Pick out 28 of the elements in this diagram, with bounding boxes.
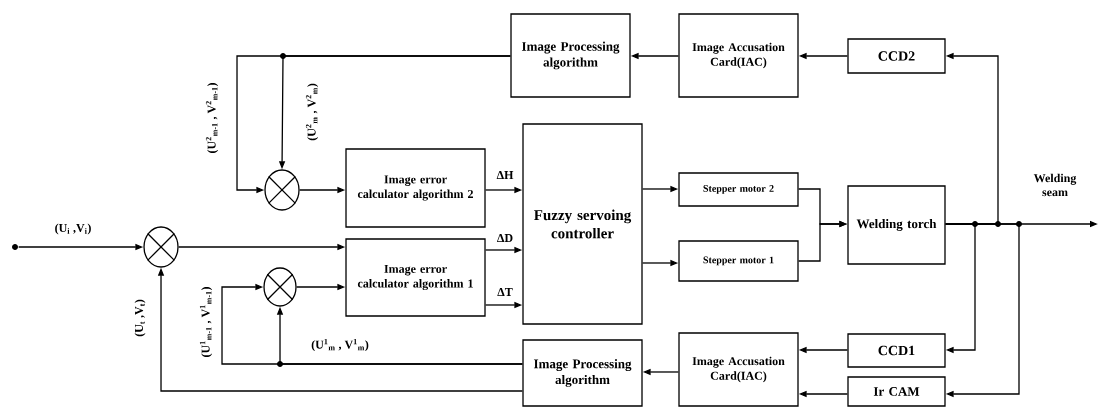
arrow bbox=[945, 221, 1022, 398]
process-box: Stepper motor 2 bbox=[678, 172, 799, 207]
summing-junction bbox=[264, 169, 300, 211]
process-box: Welding torch bbox=[847, 185, 946, 265]
process-box: CCD1 bbox=[847, 333, 946, 368]
arrow bbox=[945, 221, 978, 354]
process-box: Image Accusation Card(IAC) bbox=[678, 332, 799, 407]
edge-label: ΔD bbox=[495, 233, 515, 243]
summing-junction bbox=[263, 267, 297, 307]
summing-junction bbox=[143, 226, 179, 268]
process-box: Image error calculator algorithm 1 bbox=[345, 238, 486, 317]
process-box: Image error calculator algorithm 2 bbox=[345, 148, 486, 228]
edge-label: ΔT bbox=[496, 287, 514, 297]
edge-label: (U$_{t}$ ,V$_{t}$) bbox=[133, 298, 147, 338]
edge-label: (U$^{1}$$_{m-1}$ , V$^{1}$$_{m-1}$) bbox=[198, 285, 214, 359]
edge-label: (U$^{2}$$_{m-1}$ , V$^{2}$$_{m-1}$) bbox=[204, 81, 220, 155]
process-box: Fuzzy servoing controller bbox=[522, 123, 643, 325]
edge-label: (U$^{1}$$_{m}$ , V$^{1}$$_{m}$) bbox=[310, 337, 370, 353]
process-box: Image Processing algorithm bbox=[522, 339, 643, 407]
process-box: CCD2 bbox=[847, 38, 946, 74]
edge-label: Welding seam bbox=[1023, 172, 1087, 198]
process-box: Stepper motor 1 bbox=[678, 240, 799, 282]
edge-label: (U$_{i}$ ,V$_{i}$) bbox=[53, 222, 93, 236]
process-box: Ir CAM bbox=[847, 376, 946, 407]
process-box: Image Processing algorithm bbox=[510, 13, 631, 98]
process-box: Image Accusation Card(IAC) bbox=[678, 13, 799, 98]
edge-label: ΔH bbox=[495, 170, 515, 180]
edge-label: (U$^{2}$$_{m}$ , V$^{2}$$_{m}$) bbox=[304, 82, 320, 142]
